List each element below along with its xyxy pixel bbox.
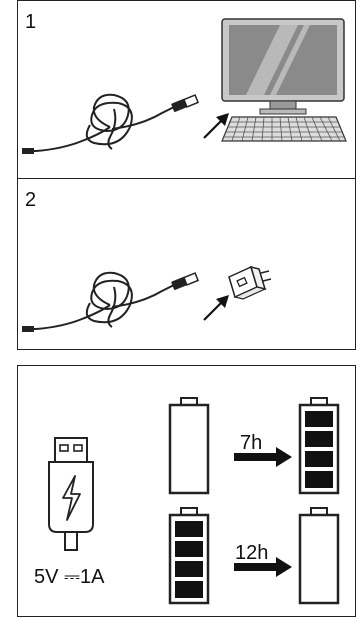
usb-cable-icon [22,79,207,164]
step-2-panel: 2 [17,178,356,350]
full-battery-icon [168,506,210,606]
full-battery-icon [298,396,340,496]
wall-adapter-icon [225,261,275,303]
power-rating-label: 5V ⎓1A [34,566,104,589]
arrow-right-icon [232,556,294,578]
usb-plug-icon [45,436,97,556]
charging-info-panel: 5V ⎓1A 7h 12h [17,365,356,617]
empty-battery-icon [168,396,210,496]
step-number: 1 [25,11,36,34]
empty-battery-icon [298,506,340,606]
usb-cable-icon [22,257,207,342]
step-number: 2 [25,189,36,212]
step-1-panel: 1 [17,0,356,178]
computer-icon [218,17,350,167]
arrow-right-icon [232,446,294,468]
